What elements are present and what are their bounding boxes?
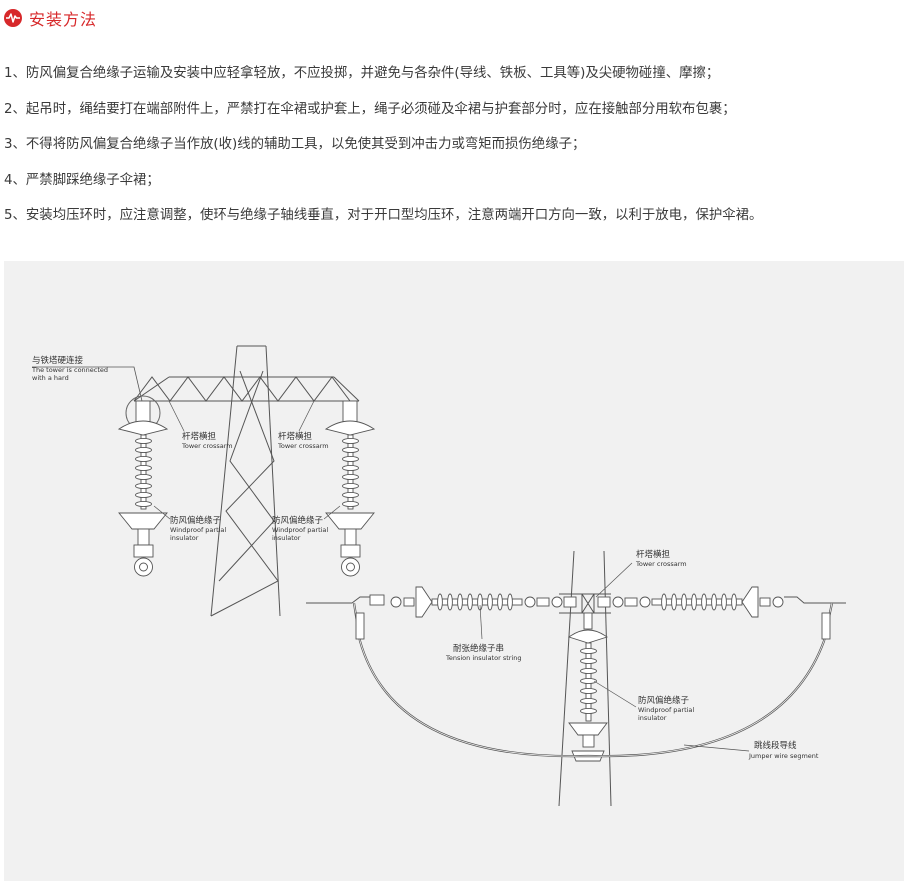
instruction-item: 2、起吊时，绳结要打在端部附件上，严禁打在伞裙或护套上，绳子必须碰及伞裙与护套部…	[4, 101, 736, 117]
label-windproof-bottom-zh: 防风偏绝缘子	[638, 695, 690, 706]
windproof-insulator-right	[324, 400, 376, 577]
label-crossarm-bottom-zh: 杆塔横担	[636, 549, 671, 560]
section-title: 安装方法	[29, 10, 98, 29]
section-header: 安装方法	[4, 6, 97, 30]
instruction-item: 5、安装均压环时，应注意调整，使环与绝缘子轴线垂直，对于开口型均压环，注意两端开…	[4, 208, 763, 223]
upper-tower	[32, 345, 360, 617]
instruction-item: 4、严禁脚踩绝缘子伞裙；	[4, 172, 160, 188]
windproof-insulator-bottom	[568, 612, 608, 762]
label-windproof-bottom-en-2: insulator	[638, 714, 667, 722]
label-jumper-zh: 跳线段导线	[754, 740, 797, 751]
instruction-item: 1、防风偏复合绝缘子运输及安装中应轻拿轻放，不应投掷，并避免与各杂件(导线、铁板…	[4, 66, 720, 81]
label-crossarm-bottom-en: Tower crossarm	[635, 560, 687, 568]
label-tension-string-en: Tension insulator string	[445, 654, 521, 662]
installation-diagram: 与铁塔硬连接 The tower is connected with a har…	[4, 261, 904, 881]
label-tower-connection-en-1: The tower is connected	[31, 366, 108, 374]
label-windproof-right-en-1: Windproof partial	[272, 526, 328, 534]
jumper-wire	[352, 602, 834, 758]
label-crossarm-right-zh: 杆塔横担	[278, 431, 313, 442]
label-tower-connection-zh: 与铁塔硬连接	[32, 355, 84, 366]
label-windproof-bottom-en-1: Windproof partial	[638, 706, 694, 714]
label-crossarm-left-zh: 杆塔横担	[182, 431, 217, 442]
label-windproof-left-en-1: Windproof partial	[170, 526, 226, 534]
label-tower-connection-en-2: with a hard	[32, 374, 69, 382]
label-tension-string-zh: 耐张绝缘子串	[453, 643, 504, 654]
lower-tower	[558, 550, 612, 807]
diagram-svg: 与铁塔硬连接 The tower is connected with a har…	[31, 345, 846, 807]
tension-insulator-string	[306, 586, 846, 618]
pulse-icon	[4, 9, 22, 27]
label-windproof-left-zh: 防风偏绝缘子	[170, 515, 222, 526]
label-windproof-right-zh: 防风偏绝缘子	[272, 515, 324, 526]
windproof-insulator-left	[117, 400, 169, 577]
label-windproof-right-en-2: insulator	[272, 534, 301, 542]
label-crossarm-left-en: Tower crossarm	[181, 442, 233, 450]
instruction-item: 3、不得将防风偏复合绝缘子当作放(收)线的辅助工具，以免使其受到冲击力或弯矩而损…	[4, 137, 586, 152]
label-crossarm-right-en: Tower crossarm	[277, 442, 329, 450]
label-jumper-en: Jumper wire segment	[748, 752, 819, 760]
instruction-list: 1、防风偏复合绝缘子运输及安装中应轻拿轻放，不应投掷，并避免与各杂件(导线、铁板…	[4, 66, 899, 244]
label-windproof-left-en-2: insulator	[170, 534, 199, 542]
